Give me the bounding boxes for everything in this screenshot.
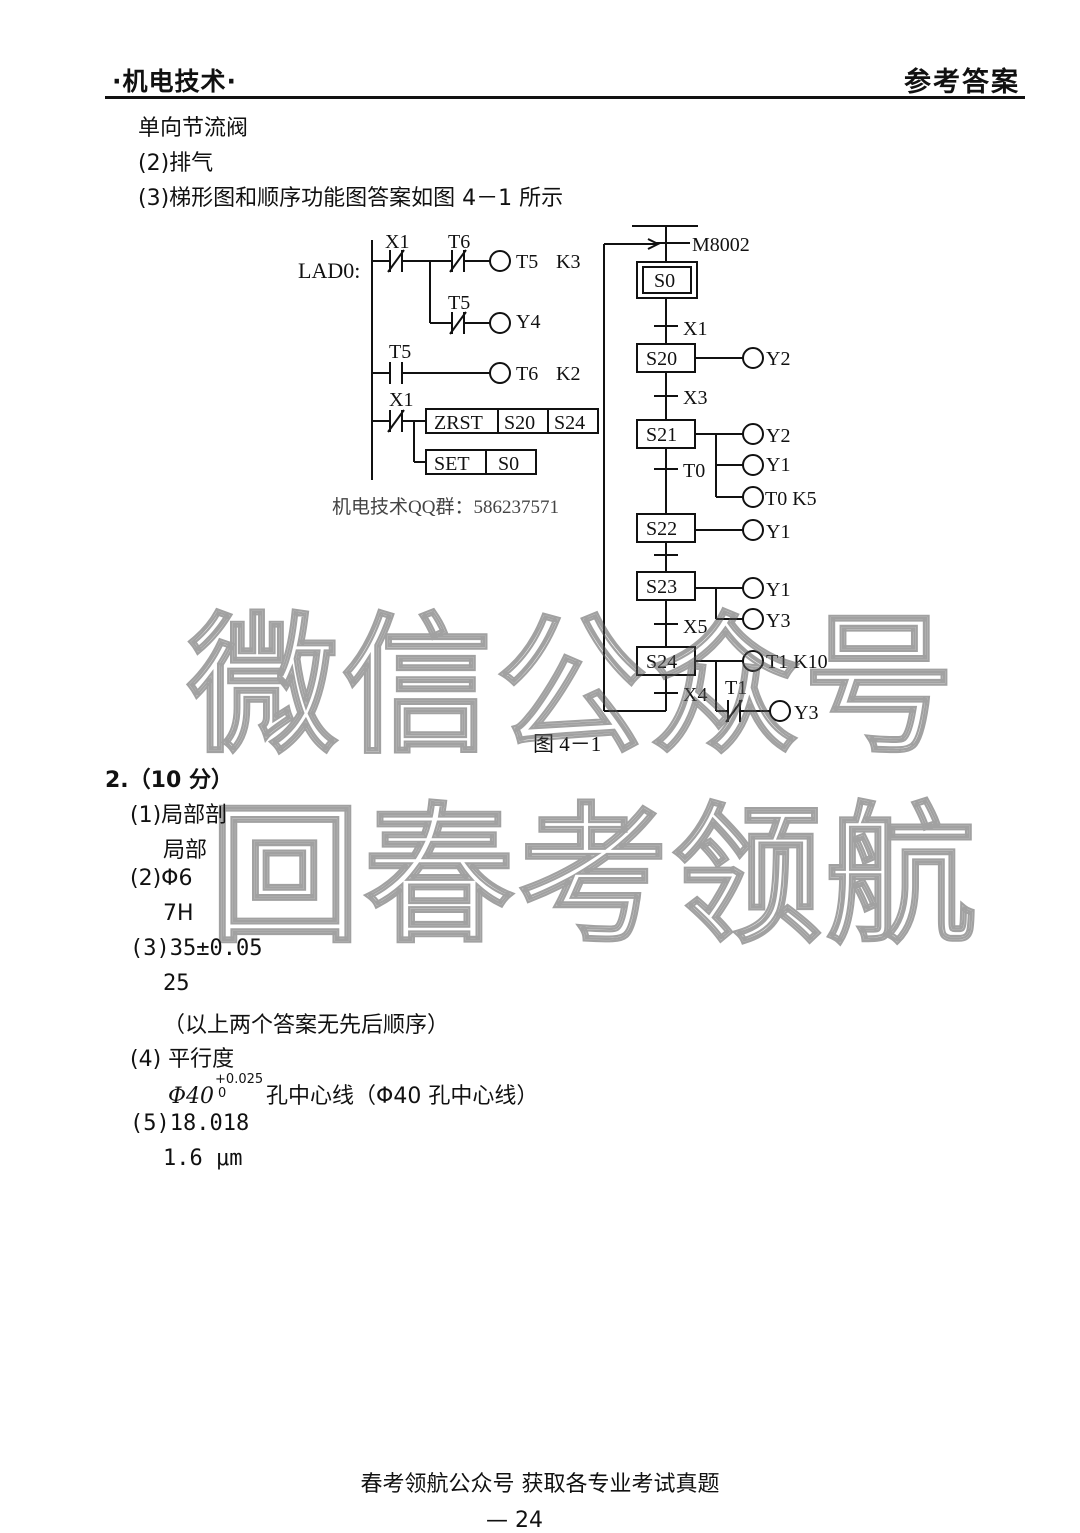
svg-text:S21: S21 [646,424,677,446]
svg-text:X1: X1 [385,231,409,253]
svg-text:X3: X3 [683,387,707,409]
svg-text:X5: X5 [683,616,707,638]
svg-text:SET: SET [434,453,470,475]
svg-text:S20: S20 [504,412,535,434]
q2-a4: (4) 平行度 [130,1047,235,1072]
q2-a2: (2)Φ6 [130,866,193,891]
svg-text:K2: K2 [556,363,580,385]
subject-header: ·机电技术· [112,67,237,96]
q2-title: 2.（10 分） [105,768,233,793]
svg-text:S23: S23 [646,576,677,598]
header-rule [105,96,1025,99]
q2-a3b: 25 [163,971,190,996]
footer-text: 春考领航公众号 获取各专业考试真题 [360,1472,720,1497]
tolerance-upper: +0.025 [215,1072,264,1087]
q2-a5b: 1.6 μm [163,1146,243,1171]
qq-group: 机电技术QQ群：586237571 [332,496,559,518]
q2-a1b: 局部 [163,838,208,863]
q2-a2b: 7H [163,901,194,926]
svg-text:Y1: Y1 [766,579,790,601]
figure-4-1: LAD0: X1 T6 T5 K3 T5 Y4 T5 T6 K2 X1 ZRST… [298,225,828,756]
q2-a5: (5)18.018 [130,1111,250,1136]
svg-text:T5: T5 [516,251,538,273]
q1-line2: (2)排气 [138,151,214,176]
diameter-value: Φ40 [168,1084,215,1109]
svg-text:M8002: M8002 [692,234,750,256]
coil-y4 [489,312,511,334]
svg-text:Y4: Y4 [516,311,540,333]
q2-a3: (3)35±0.05 [130,936,263,961]
hole-centerline: 孔中心线（Φ40 孔中心线） [266,1084,539,1109]
answer-title: 参考答案 [904,67,1020,98]
svg-text:Y3: Y3 [766,610,790,632]
svg-text:S0: S0 [498,453,519,475]
set-instruction [425,449,537,475]
q1-line1: 单向节流阀 [138,116,249,141]
svg-text:S24: S24 [646,651,677,673]
svg-text:T5: T5 [448,292,470,314]
svg-text:ZRST: ZRST [434,412,483,434]
svg-text:T5: T5 [389,341,411,363]
page-number: — 24 [486,1508,543,1533]
q2-a3c: （以上两个答案无先后顺序） [163,1013,450,1038]
zrst-instruction [425,408,599,434]
svg-text:Y1: Y1 [766,454,790,476]
ladder-label: LAD0: [298,258,360,283]
svg-text:X1: X1 [683,318,707,340]
svg-text:T1: T1 [725,677,747,699]
coil-t5 [489,250,511,272]
q1-line3: (3)梯形图和顺序功能图答案如图 4－1 所示 [138,186,564,211]
svg-text:K3: K3 [556,251,580,273]
watermark-line1: 微信公众号 [187,600,958,774]
tolerance-lower: 0 [218,1086,227,1101]
watermark: 微信公众号 回春考领航 [186,599,980,960]
svg-text:S20: S20 [646,348,677,370]
svg-text:X1: X1 [389,389,413,411]
svg-text:T0 K5: T0 K5 [765,488,817,510]
svg-text:T0: T0 [683,460,705,482]
svg-text:Y3: Y3 [794,702,818,724]
svg-text:X4: X4 [683,684,707,706]
svg-text:Y2: Y2 [766,425,790,447]
svg-text:T6: T6 [516,363,538,385]
figure-caption: 图 4－1 [533,732,601,756]
svg-text:T1 K10: T1 K10 [766,651,828,673]
svg-text:S0: S0 [654,270,675,292]
coil-t6 [489,362,511,384]
svg-text:S22: S22 [646,518,677,540]
svg-text:Y1: Y1 [766,521,790,543]
svg-text:Y2: Y2 [766,348,790,370]
watermark-line2: 回春考领航 [210,790,980,960]
svg-text:T6: T6 [448,231,470,253]
svg-text:S24: S24 [554,412,585,434]
q2-a1: (1)局部剖 [130,803,228,828]
